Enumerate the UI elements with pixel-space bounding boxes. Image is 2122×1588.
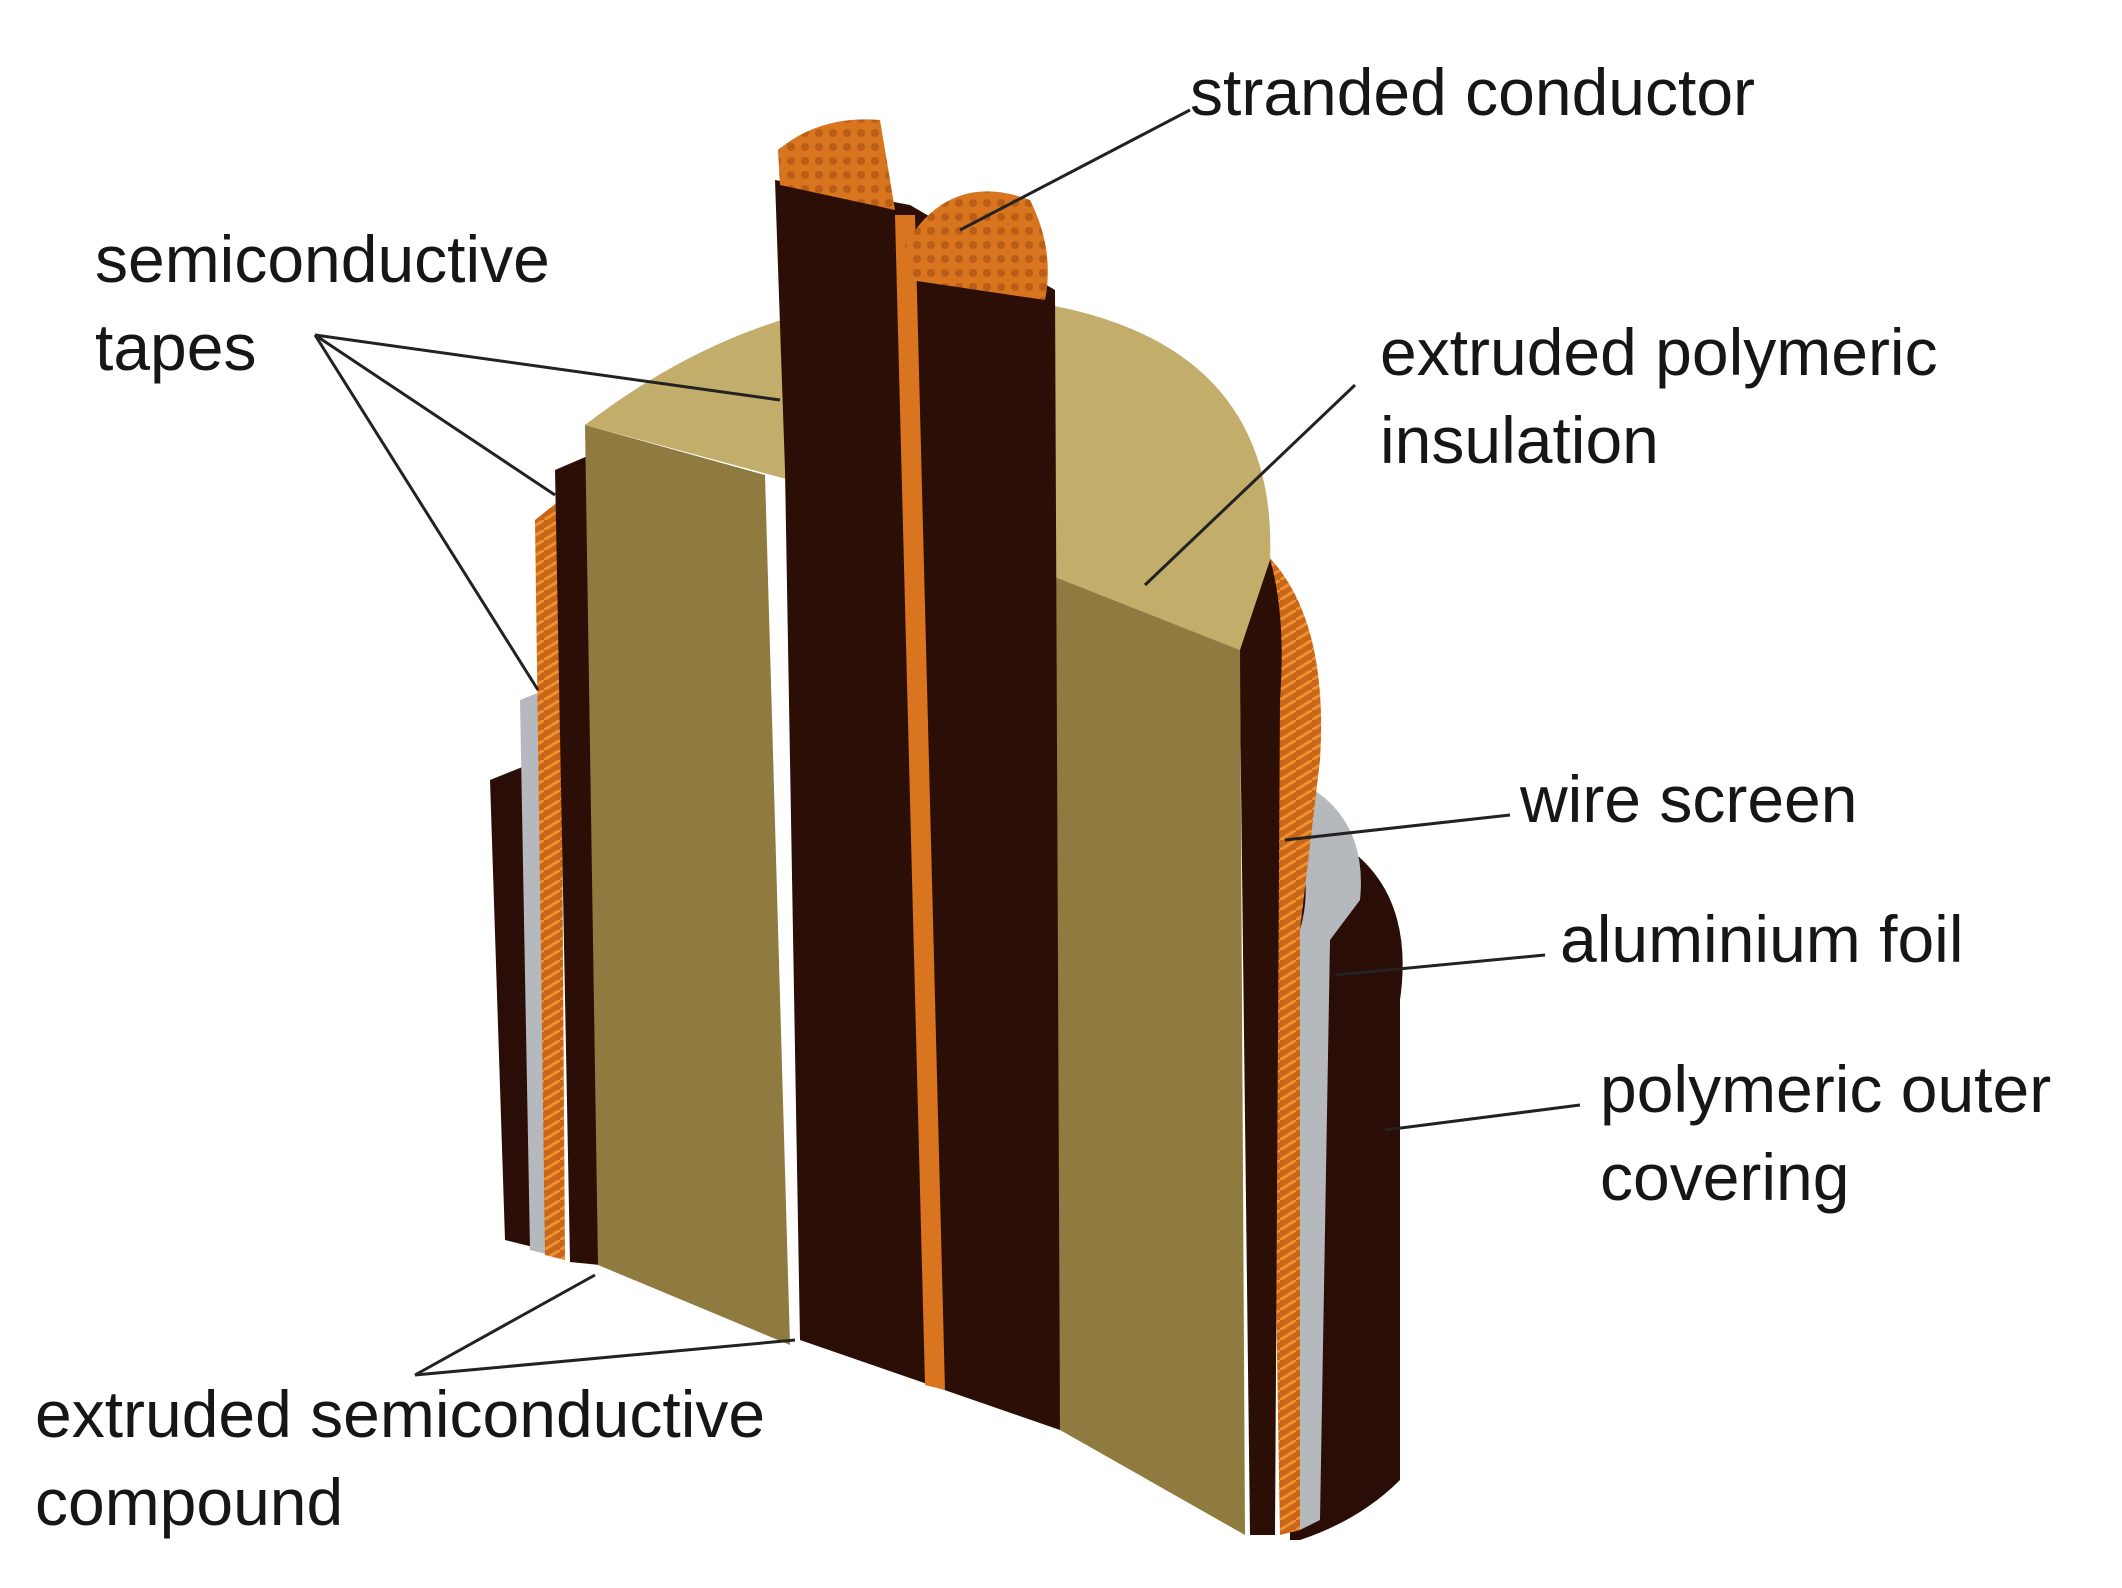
leader-tapes-1 xyxy=(314,333,781,402)
leader-compound-2 xyxy=(414,1338,796,1377)
leader-compound-1 xyxy=(414,1273,596,1377)
leader-tapes-2 xyxy=(314,333,556,497)
label-extruded-semiconductive-compound: extruded semiconductive compound xyxy=(35,1377,766,1539)
label-polymeric-outer-covering: polymeric outer covering xyxy=(1600,1052,2052,1214)
conductor-split xyxy=(895,215,945,1390)
label-semiconductive-tapes: semiconductive tapes xyxy=(95,222,550,384)
label-stranded-conductor: stranded conductor xyxy=(1190,55,1756,129)
label-aluminium-foil: aluminium foil xyxy=(1560,902,1964,976)
wire-screen-right xyxy=(1250,540,1322,1535)
leader-outer-covering xyxy=(1384,1103,1581,1132)
label-wire-screen: wire screen xyxy=(1520,762,1858,836)
wire-screen-left xyxy=(535,500,565,1260)
leader-tapes-3 xyxy=(313,334,540,691)
insulation-front-left xyxy=(585,425,790,1345)
label-extruded-polymeric-insulation: extruded polymeric insulation xyxy=(1380,315,1938,477)
leader-aluminium-foil xyxy=(1334,953,1546,977)
leader-lines xyxy=(313,108,1581,1377)
leader-insulation xyxy=(1143,383,1357,587)
conductor-top-left xyxy=(778,119,895,210)
leader-wire-screen xyxy=(1284,813,1511,842)
conductor-top-right xyxy=(905,191,1048,300)
aluminium-foil-right xyxy=(1270,770,1361,1530)
semiconductive-layer-right xyxy=(1240,500,1282,1535)
insulation-front-right xyxy=(1050,575,1245,1535)
leader-stranded-conductor xyxy=(959,108,1191,232)
